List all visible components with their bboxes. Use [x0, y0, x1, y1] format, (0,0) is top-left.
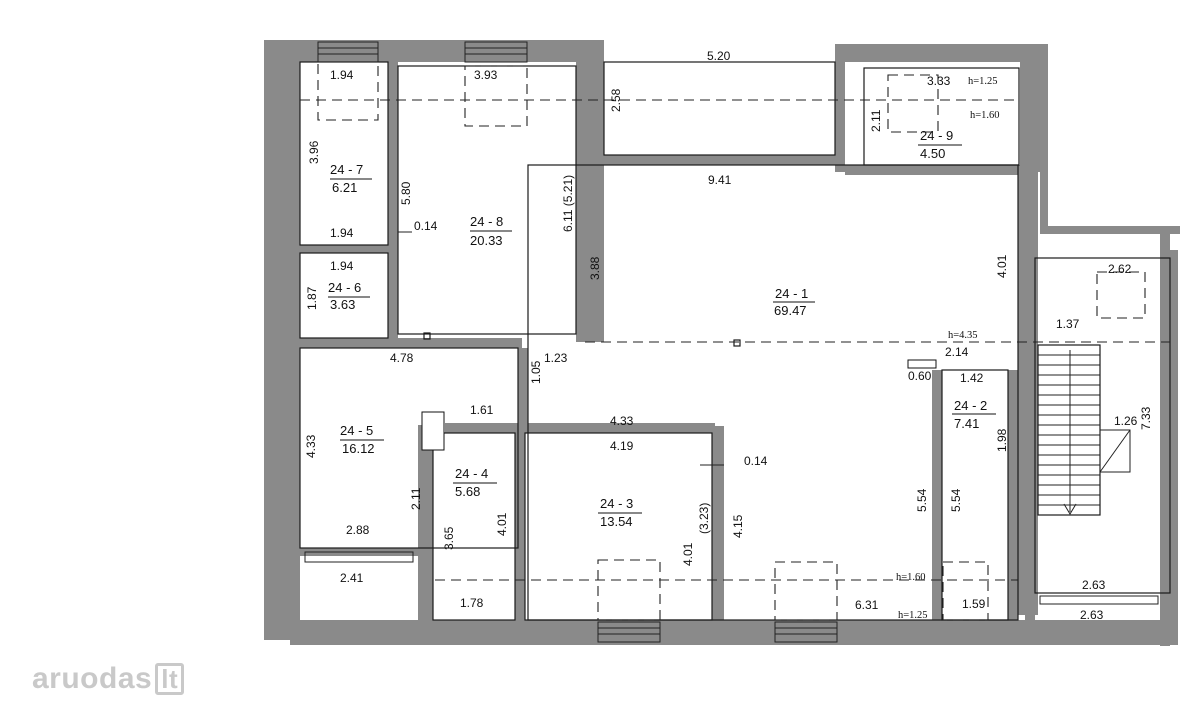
- dimension-label: 3.96: [307, 140, 321, 164]
- dimension-label: 0.60: [908, 369, 932, 383]
- dimension-label: 4.01: [495, 512, 509, 536]
- dimension-label: 1.87: [305, 286, 319, 310]
- dimension-label: 1.78: [460, 596, 484, 610]
- windows: [304, 41, 1159, 643]
- room-area: 20.33: [470, 233, 503, 248]
- dashed-lines: [300, 61, 1170, 621]
- dimension-label: 5.20: [707, 49, 731, 63]
- room-area: 13.54: [600, 514, 633, 529]
- dimension-label: 2.41: [340, 571, 364, 585]
- dimension-label: 3.65: [442, 526, 456, 550]
- dimension-label: 2.14: [945, 345, 969, 359]
- column-marker: [733, 339, 741, 347]
- room-id: 24 - 4: [455, 466, 488, 481]
- dimension-label: 9.41: [708, 173, 732, 187]
- room-area: 3.63: [330, 297, 355, 312]
- dimension-label: 3.33: [927, 74, 951, 88]
- watermark-site: aruodas: [32, 662, 153, 695]
- room-id: 24 - 2: [954, 398, 987, 413]
- ledge: [907, 359, 937, 369]
- dimension-label: 1.23: [544, 351, 568, 365]
- room-labels: 24 - 7 6.21 24 - 8 20.33 24 - 6 3.63 24 …: [328, 128, 996, 529]
- room-id: 24 - 5: [340, 423, 373, 438]
- room-area: 6.21: [332, 180, 357, 195]
- dimension-label: 6.11 (5.21): [561, 175, 575, 232]
- room-id: 24 - 9: [920, 128, 953, 143]
- dimension-label: 1.94: [330, 68, 354, 82]
- dimension-label: 1.98: [995, 428, 1009, 452]
- dimension-label: (3.23): [697, 503, 711, 534]
- room-id: 24 - 3: [600, 496, 633, 511]
- room-id: 24 - 8: [470, 214, 503, 229]
- dimension-label: 4.19: [610, 439, 634, 453]
- dimension-label: 2.11: [409, 487, 423, 510]
- dimension-label: 2.63: [1080, 608, 1104, 622]
- room-id: 24 - 6: [328, 280, 361, 295]
- room-area: 5.68: [455, 484, 480, 499]
- dimension-label: 1.42: [960, 371, 984, 385]
- dimension-label: 4.01: [995, 254, 1009, 278]
- dimension-label: h=1.25: [968, 76, 998, 87]
- dimension-label: 4.78: [390, 351, 414, 365]
- dimension-label: 2.63: [1082, 578, 1106, 592]
- dimension-label: 1.37: [1056, 317, 1080, 331]
- dimension-label: 0.14: [744, 454, 768, 468]
- dimension-label: 7.33: [1139, 406, 1153, 430]
- room-area: 16.12: [342, 441, 375, 456]
- dimension-label: 4.33: [304, 434, 318, 458]
- dimension-label: 1.26: [1114, 414, 1138, 428]
- shaft: [421, 411, 445, 451]
- dimension-label: h=1.60: [970, 110, 1000, 121]
- dimension-label: 6.31: [855, 598, 879, 612]
- dimension-label: h=1.25: [898, 610, 928, 621]
- dimension-label: h=4.35: [948, 330, 978, 341]
- dimension-labels: 1.94 3.93 5.20 2.58 3.33 h=1.25 2.11 h=1…: [304, 49, 1153, 622]
- walls: [264, 40, 1180, 646]
- room-area: 4.50: [920, 146, 945, 161]
- room-id: 24 - 1: [775, 286, 808, 301]
- dimension-label: 1.94: [330, 226, 354, 240]
- dimension-label: 0.14: [414, 219, 438, 233]
- dimension-label: 4.15: [731, 514, 745, 538]
- room-id: 24 - 7: [330, 162, 363, 177]
- dimension-label: 1.94: [330, 259, 354, 273]
- dimension-label: 1.59: [962, 597, 986, 611]
- dimension-label: 5.80: [399, 181, 413, 205]
- room-area: 69.47: [774, 303, 807, 318]
- dimension-label: 5.54: [949, 488, 963, 512]
- dimension-label: 4.33: [610, 414, 634, 428]
- dimension-label: 2.11: [869, 109, 883, 132]
- stairs: [1037, 344, 1131, 516]
- dimension-label: 1.61: [470, 403, 494, 417]
- dimension-label: 3.93: [474, 68, 498, 82]
- dimension-label: 2.58: [609, 88, 623, 112]
- dimension-label: 3.88: [588, 256, 602, 280]
- watermark-tld: lt: [155, 663, 185, 695]
- dimension-label: 2.88: [346, 523, 370, 537]
- dimension-label: 2.62: [1108, 262, 1132, 276]
- dimension-label: 4.01: [681, 542, 695, 566]
- column-marker: [423, 332, 431, 340]
- dimension-label: 5.54: [915, 488, 929, 512]
- room-area: 7.41: [954, 416, 979, 431]
- dimension-label: h=1.60: [896, 572, 926, 583]
- dimension-label: 1.05: [529, 360, 543, 384]
